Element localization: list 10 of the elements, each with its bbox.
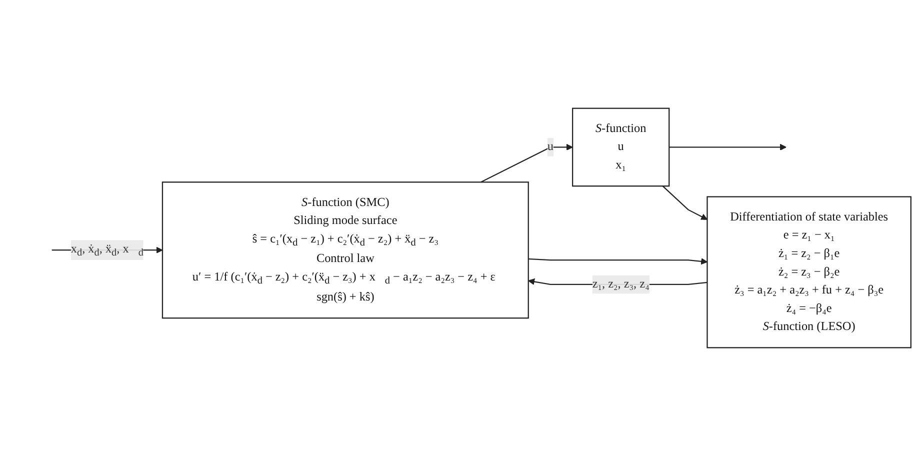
arrow	[480, 144, 573, 183]
node-box: Differentiation of state variables e = z₁ − x₁ ż₁ = z₂ − β₁e ż₂ = z₃ − β₂e ż₃ = a₁z₂ + a₂z₃ + fu + z₄ − β₃e ż₄ = −β₄e S-function (LESO)	[706, 196, 912, 348]
edge-label: x$_{d}$, ẋ$_{d}$, ẍ$_{d}$, x⃛$_{d}$	[70, 242, 144, 258]
arrow	[662, 186, 708, 220]
edge-label: u	[547, 140, 554, 154]
arrow	[528, 258, 708, 265]
edge-label: z₁, z₂, z₃, z₄	[592, 278, 650, 291]
node-box: S-function (SMC) Sliding mode surface ŝ = c₁′(x$_{d}$ − z₁) + c₂′(ẋ$_{d}$ − z₂) + ẍ$_{d}$ − z₃ Control law u′ = 1/f (c₁′(ẋ$_{d}$ − z₂) + c₂′(ẍ$_{d}$ − z₃) + x⃛$_{d}$ − a₁z₂ − a₂z₃ − z₄ + ε sgn(ŝ) + kŝ)	[162, 182, 529, 319]
node-box: S-function u x₁	[572, 108, 670, 187]
arrow	[669, 144, 786, 151]
